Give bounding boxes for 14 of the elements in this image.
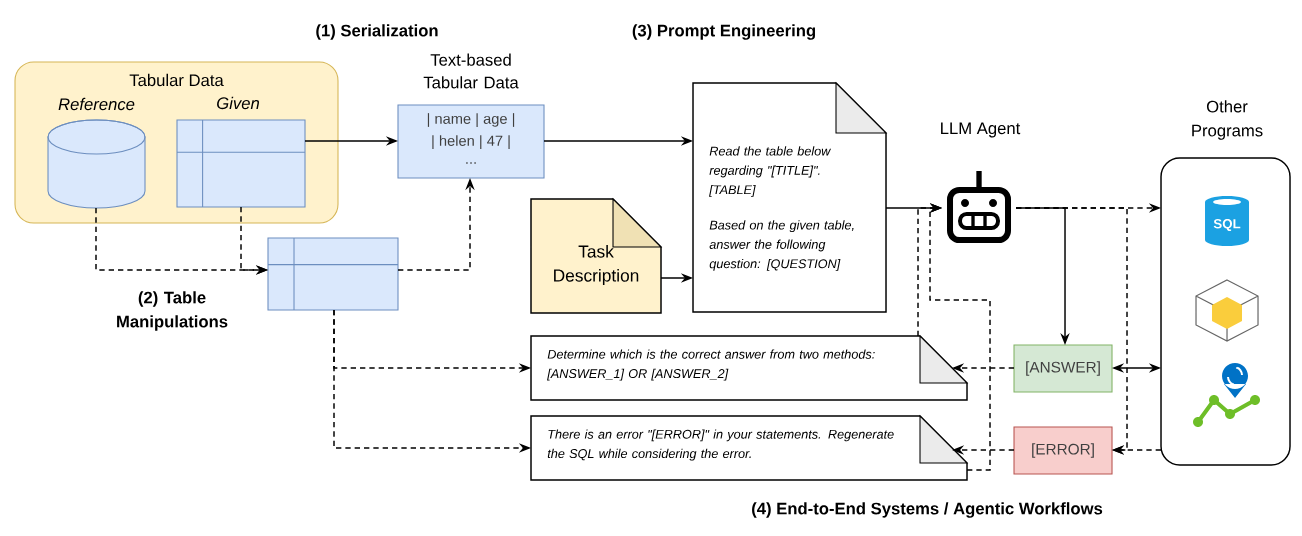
table-drawing: Given — [176, 96, 306, 208]
text-table-box: Text-based Tabular Data | name | age | | helen | 47 | ... — [397, 53, 545, 179]
node-label: Other Programs — [1192, 100, 1263, 140]
result-box: [ERROR] — [1013, 426, 1113, 475]
table-drawing — [267, 237, 399, 311]
section-heading: (2) Table Manipulations — [117, 291, 228, 331]
node-label: Text-based Tabular Data — [423, 53, 519, 89]
section-heading: (4) End-to-End Systems / Agentic Workflows — [752, 502, 1103, 518]
node-label: Reference — [58, 97, 135, 111]
section-heading: (1) Serialization — [316, 24, 438, 40]
database-cylinder: Reference — [47, 97, 146, 209]
node-label: Given — [217, 96, 260, 110]
section-heading: (3) Prompt Engineering — [632, 24, 816, 40]
result-box: [ANSWER] — [1013, 344, 1113, 393]
